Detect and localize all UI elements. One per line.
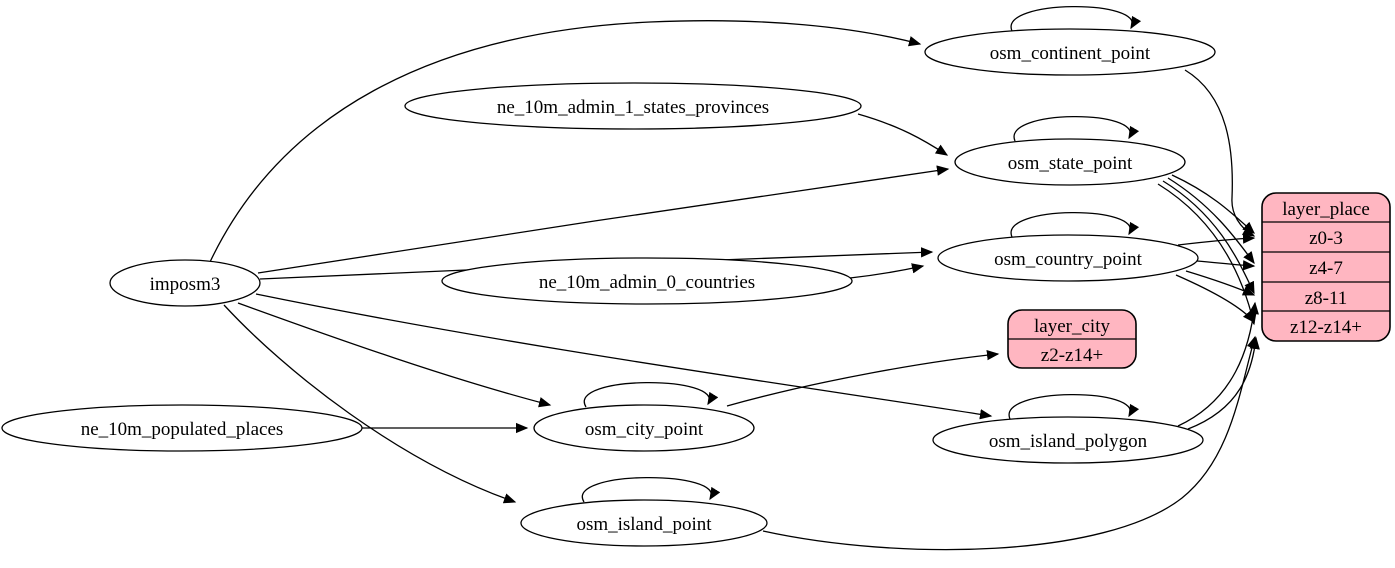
node-osm-island-point-label: osm_island_point <box>576 514 712 535</box>
node-osm-continent-point: osm_continent_point <box>924 28 1216 76</box>
edge-imposm3-state <box>257 165 950 274</box>
edge-island-polygon-z8 <box>1177 301 1259 427</box>
edge-imposm3-island-polygon <box>255 293 993 420</box>
edge-island-point-z12 <box>762 335 1257 551</box>
selfloop-country <box>1010 212 1140 238</box>
edge-country-z0 <box>1177 233 1256 246</box>
edge-island-polygon-z12 <box>1187 336 1260 430</box>
edge-state-z4 <box>1167 177 1255 265</box>
node-ne-admin0: ne_10m_admin_0_countries <box>441 257 853 305</box>
node-imposm3-label: imposm3 <box>150 274 221 295</box>
selfloop-state <box>1013 116 1140 142</box>
node-ne-places: ne_10m_populated_places <box>1 404 363 452</box>
edge-country-z4 <box>1196 260 1256 271</box>
edge-imposm3-continent <box>209 20 922 263</box>
edges <box>209 6 1260 551</box>
node-osm-continent-point-label: osm_continent_point <box>990 43 1151 64</box>
selfloop-island-point <box>581 476 721 503</box>
node-osm-continent-point-shape <box>924 28 1216 76</box>
node-ne-admin1-label: ne_10m_admin_1_states_provinces <box>497 97 769 118</box>
record-layer-place-row-z8: z8-11 <box>1305 288 1348 309</box>
node-osm-city-point: osm_city_point <box>533 404 755 452</box>
record-layer-place-row-z12: z12-z14+ <box>1290 317 1362 338</box>
node-osm-city-point-shape <box>533 404 755 452</box>
node-osm-state-point-shape <box>954 138 1186 186</box>
node-osm-country-point-label: osm_country_point <box>994 249 1142 270</box>
node-ne-admin0-shape <box>441 257 853 305</box>
record-layer-place-row-z4: z4-7 <box>1309 258 1343 279</box>
node-osm-city-point-label: osm_city_point <box>585 419 704 440</box>
record-layer-place-row-z0: z0-3 <box>1309 228 1343 249</box>
edge-state-z0 <box>1171 174 1255 234</box>
edge-state-z8 <box>1162 180 1255 295</box>
record-layer-place: layer_place z0-3 z4-7 z8-11 z12-z14+ <box>1261 192 1391 342</box>
edge-country-z8 <box>1185 270 1256 296</box>
node-ne-admin1: ne_10m_admin_1_states_provinces <box>404 82 862 130</box>
edge-ne-admin0-country <box>849 263 925 279</box>
selfloop-city <box>583 381 719 408</box>
record-layer-city-title: layer_city <box>1034 316 1110 337</box>
node-osm-country-point-shape <box>937 234 1199 282</box>
selfloop-island-polygon <box>1008 394 1140 420</box>
edge-continent-z0 <box>1184 69 1256 237</box>
node-ne-admin0-label: ne_10m_admin_0_countries <box>539 272 755 293</box>
node-imposm3-shape <box>109 259 261 307</box>
node-ne-admin1-shape <box>404 82 862 130</box>
node-osm-state-point-label: osm_state_point <box>1008 153 1133 174</box>
node-osm-island-polygon-shape <box>932 416 1204 464</box>
node-osm-country-point: osm_country_point <box>937 234 1199 282</box>
edge-city-layer-city <box>726 349 1000 407</box>
record-layer-place-shape <box>1261 192 1391 342</box>
record-layer-city: layer_city z2-z14+ <box>1007 309 1137 369</box>
edge-imposm3-island-point <box>223 304 517 504</box>
node-osm-island-polygon: osm_island_polygon <box>932 416 1204 464</box>
node-ne-places-label: ne_10m_populated_places <box>81 419 284 440</box>
selfloop-continent <box>1010 6 1142 32</box>
node-ne-places-shape <box>1 404 363 452</box>
record-layer-place-title: layer_place <box>1282 199 1370 220</box>
node-osm-island-polygon-label: osm_island_polygon <box>989 431 1148 452</box>
edge-country-z12 <box>1175 274 1255 324</box>
node-osm-island-point: osm_island_point <box>520 499 768 547</box>
node-osm-island-point-shape <box>520 499 768 547</box>
node-osm-state-point: osm_state_point <box>954 138 1186 186</box>
record-layer-city-row-z2: z2-z14+ <box>1041 345 1103 366</box>
edge-imposm3-city <box>237 302 552 408</box>
node-imposm3: imposm3 <box>109 259 261 307</box>
edge-ne-admin1-state <box>857 113 949 156</box>
